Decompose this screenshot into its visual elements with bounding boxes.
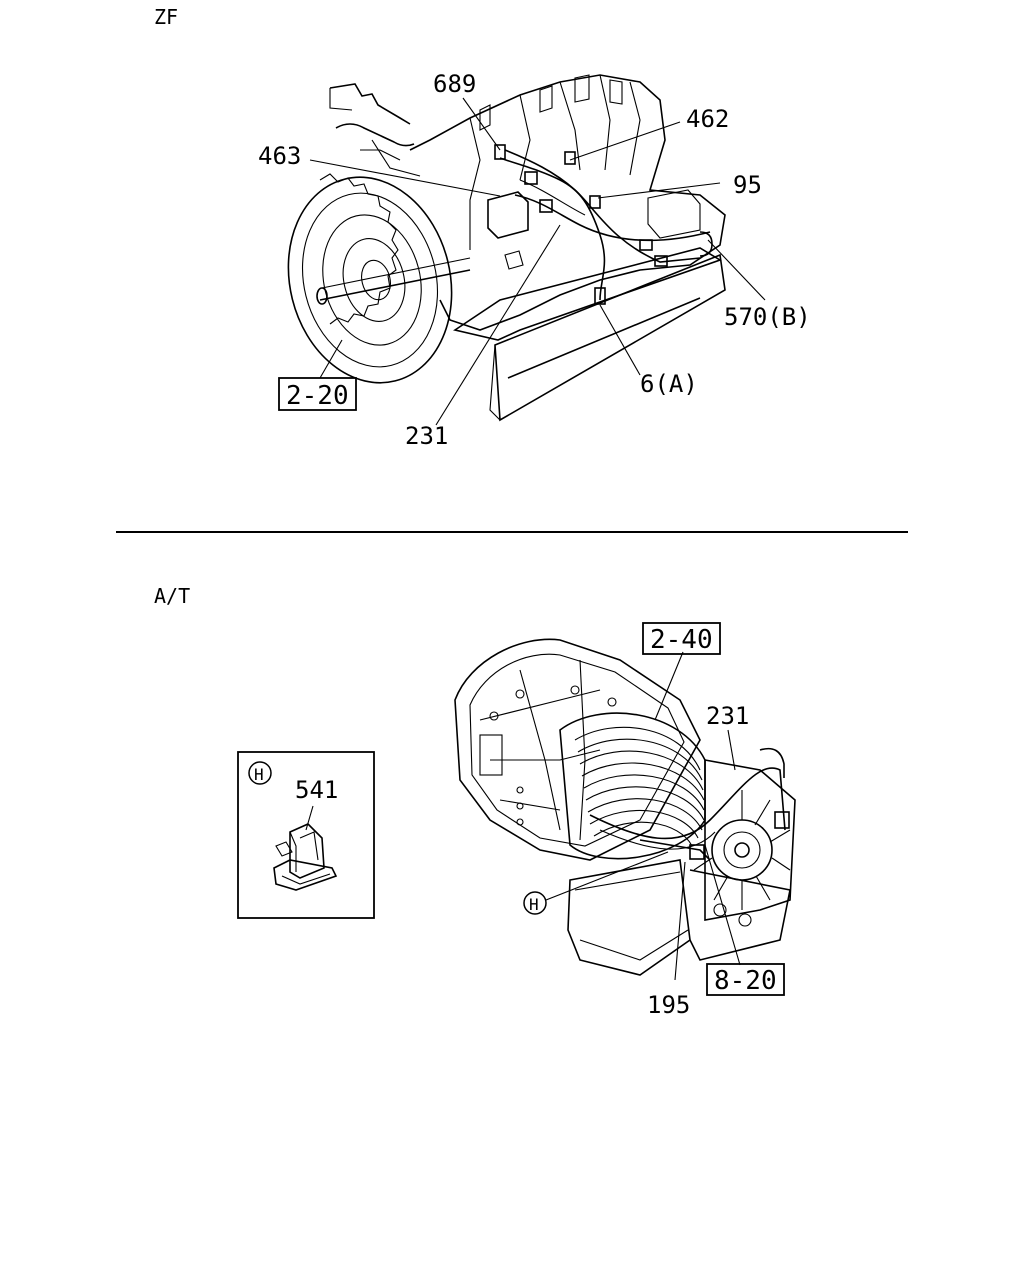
callout-570b: 570(B) (724, 303, 811, 331)
marker-h-at: H (529, 895, 539, 914)
callout-231-zf: 231 (405, 422, 448, 450)
circled-h-marker (523, 891, 547, 915)
at-transmission-drawing (454, 638, 796, 976)
callout-231-at: 231 (706, 702, 749, 730)
ref-box-2-40 (642, 622, 721, 655)
callout-463: 463 (258, 142, 301, 170)
callout-195: 195 (647, 991, 690, 1019)
detail-box (237, 751, 375, 919)
section-label-zf: ZF (154, 5, 178, 29)
zf-leader-lines (309, 97, 766, 426)
ref-8-20: 8-20 (714, 966, 777, 996)
ref-box-2-20 (278, 377, 357, 411)
detail-marker-h: H (254, 765, 264, 784)
callout-462: 462 (686, 105, 729, 133)
ref-box-8-20 (706, 963, 785, 996)
detail-circled-h (248, 761, 272, 785)
ref-2-40: 2-40 (650, 625, 713, 655)
clip-part-541 (273, 823, 338, 891)
ref-2-20: 2-20 (286, 381, 349, 411)
section-label-at: A/T (154, 584, 190, 608)
callout-689: 689 (433, 70, 476, 98)
callout-541: 541 (295, 776, 338, 804)
callout-6a: 6(A) (640, 370, 698, 398)
at-leader-lines (545, 651, 741, 981)
zf-transmission-drawing (287, 74, 726, 422)
callout-95: 95 (733, 171, 762, 199)
